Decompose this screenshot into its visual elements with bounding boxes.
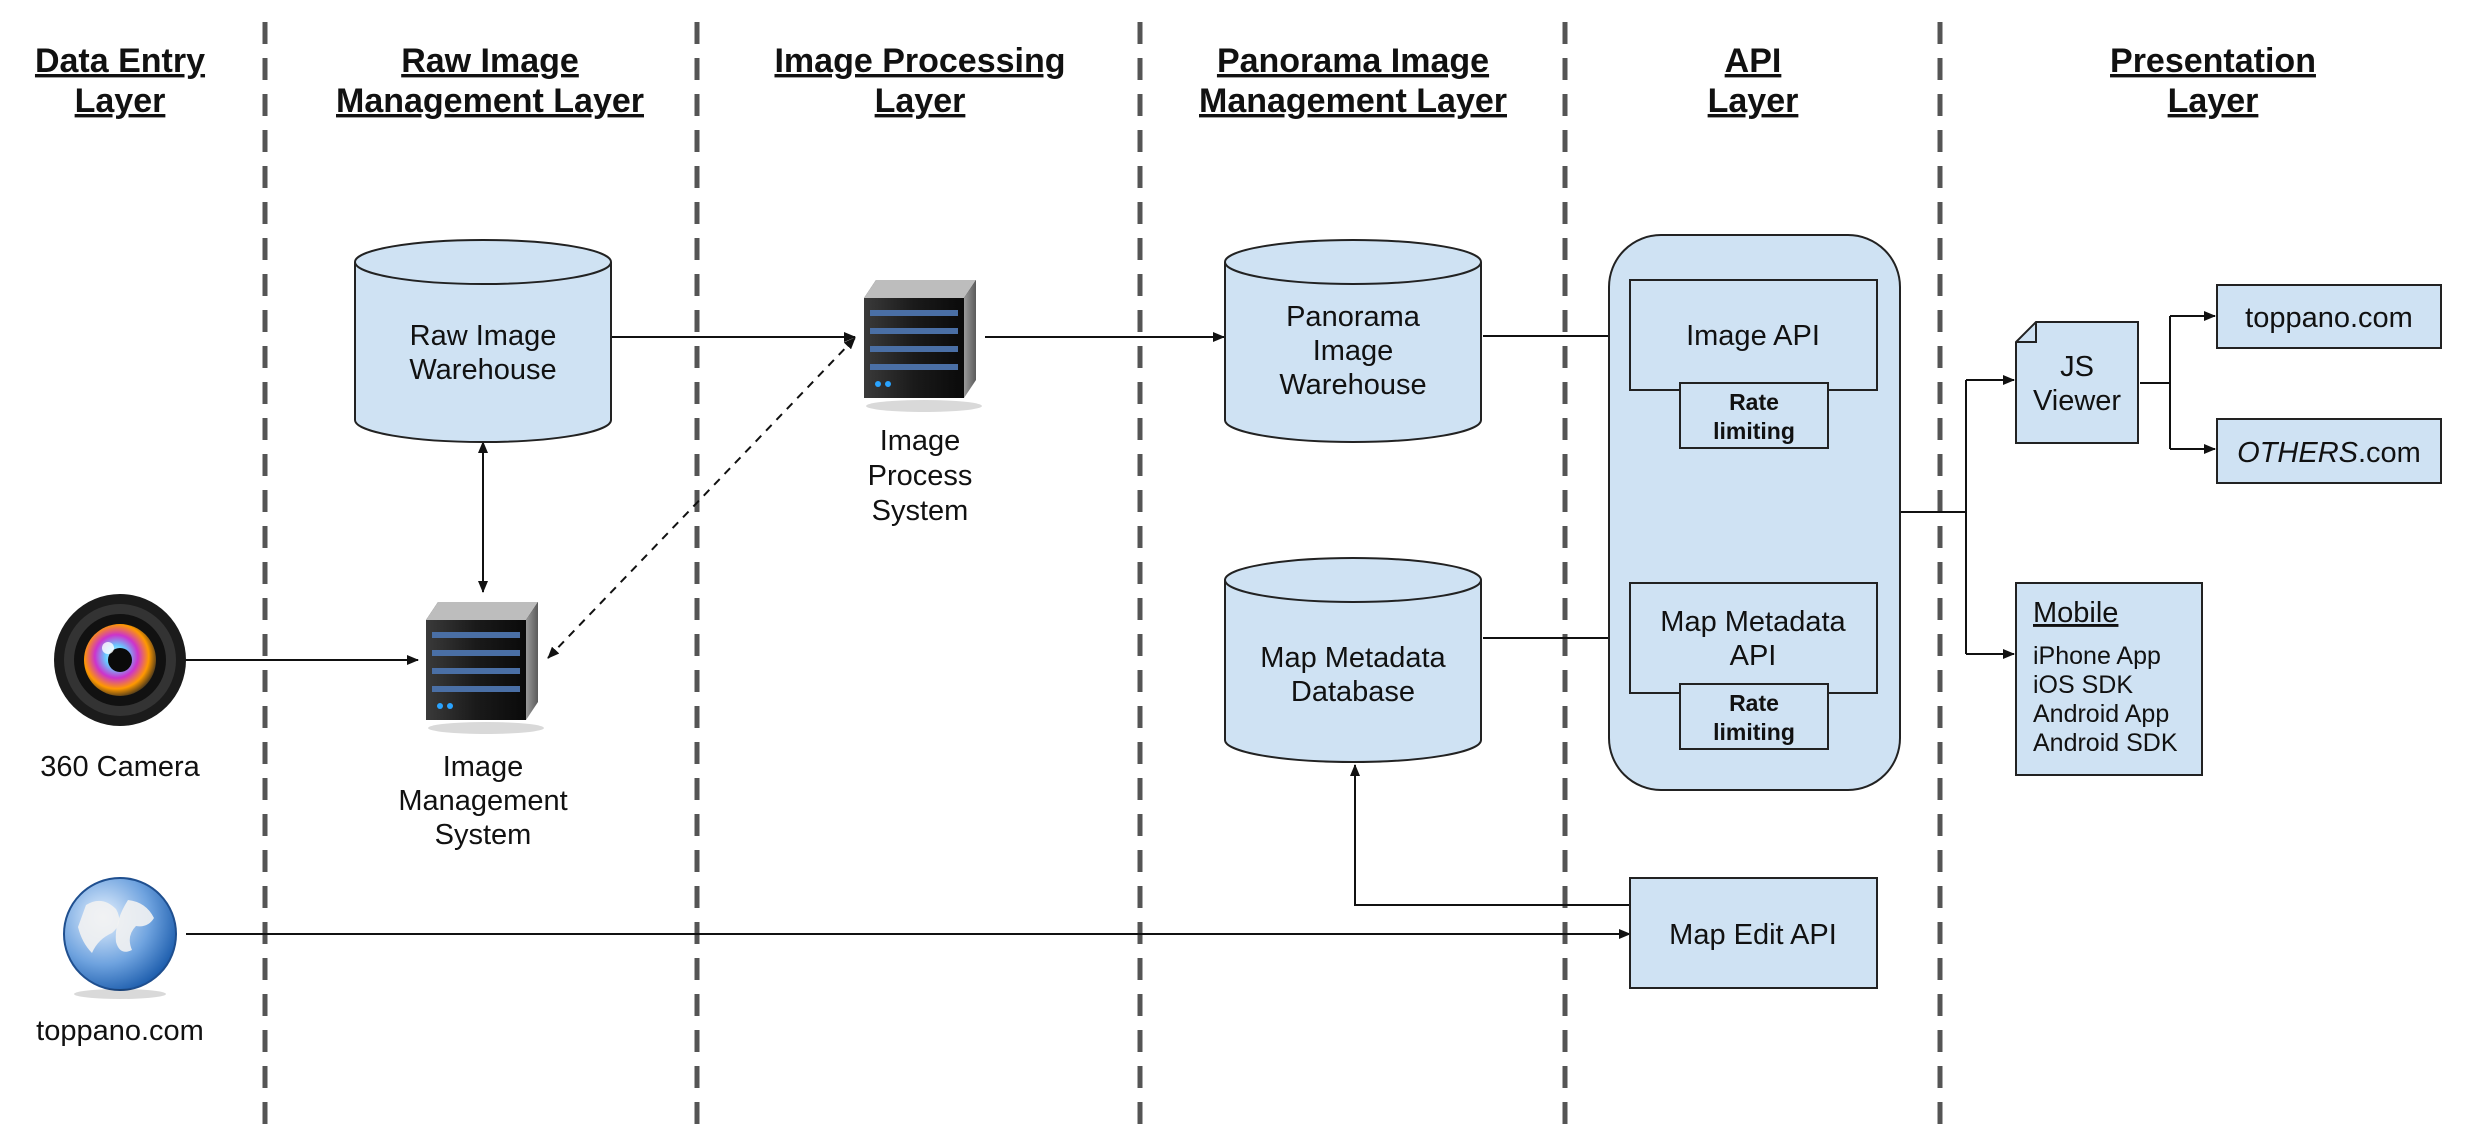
layer-header-raw-image-management: Raw Image Management Layer: [336, 42, 644, 120]
svg-text:System: System: [435, 819, 532, 851]
image-management-system-label: Image Management System: [398, 751, 567, 851]
svg-text:API: API: [1725, 42, 1782, 80]
panorama-image-warehouse[interactable]: Panorama Image Warehouse: [1224, 239, 1482, 443]
svg-text:Management: Management: [398, 785, 567, 817]
mobile-item: iOS SDK: [2033, 671, 2133, 699]
image-process-system-label: Image Process System: [868, 425, 973, 527]
svg-text:Presentation: Presentation: [2110, 42, 2316, 80]
layer-header-data-entry: Data Entry Layer: [35, 42, 205, 120]
raw-image-warehouse[interactable]: Raw Image Warehouse: [354, 239, 612, 443]
camera-icon: [54, 594, 186, 726]
svg-text:Rate: Rate: [1729, 690, 1779, 716]
svg-text:Layer: Layer: [75, 82, 166, 120]
toppano-site-label: toppano.com: [2245, 302, 2413, 334]
js-viewer-label-line2: Viewer: [2033, 385, 2121, 417]
map-metadata-api-label-line1: Map Metadata: [1660, 606, 1846, 638]
map-edit-api-label: Map Edit API: [1669, 919, 1837, 951]
raw-warehouse-label-line1: Raw Image: [410, 320, 557, 352]
layer-header-presentation: Presentation Layer: [2110, 42, 2316, 120]
others-site-label: OTHERS.com: [2237, 437, 2421, 469]
panorama-warehouse-label-line2: Image: [1313, 335, 1394, 367]
camera-label: 360 Camera: [40, 751, 200, 783]
panorama-warehouse-label-line3: Warehouse: [1279, 369, 1426, 401]
layer-header-api: API Layer: [1708, 42, 1799, 120]
layer-header-panorama-image-management: Panorama Image Management Layer: [1199, 42, 1507, 120]
svg-text:Rate: Rate: [1729, 389, 1779, 415]
js-viewer-label-line1: JS: [2060, 351, 2094, 383]
others-site-box[interactable]: OTHERS.com: [2216, 418, 2442, 484]
map-metadata-database[interactable]: Map Metadata Database: [1224, 557, 1482, 763]
svg-text:limiting: limiting: [1713, 418, 1795, 444]
svg-text:Panorama Image: Panorama Image: [1217, 42, 1489, 80]
svg-text:Data Entry: Data Entry: [35, 42, 205, 80]
edge-map-edit-api-to-map-metadata-db: [1350, 764, 1630, 906]
svg-text:System: System: [872, 495, 969, 527]
svg-text:Image: Image: [880, 425, 961, 457]
rate-limiting-box: Rate limiting: [1679, 683, 1829, 750]
raw-warehouse-label-line2: Warehouse: [409, 354, 556, 386]
svg-text:Process: Process: [868, 460, 973, 492]
map-metadata-api-label-line2: API: [1730, 640, 1777, 672]
svg-text:Layer: Layer: [1708, 82, 1799, 120]
mobile-box[interactable]: Mobile iPhone App iOS SDK Android App An…: [2015, 582, 2203, 776]
toppano-site-box[interactable]: toppano.com: [2216, 284, 2442, 349]
panorama-warehouse-label-line1: Panorama: [1286, 301, 1421, 333]
map-metadata-api-box[interactable]: Map Metadata API: [1629, 582, 1878, 694]
image-api-box[interactable]: Image API: [1629, 279, 1878, 391]
server-icon: [864, 280, 982, 412]
svg-text:Image Processing: Image Processing: [774, 42, 1065, 80]
map-metadata-db-label-line1: Map Metadata: [1260, 642, 1446, 674]
map-metadata-db-label-line2: Database: [1291, 676, 1415, 708]
svg-text:limiting: limiting: [1713, 719, 1795, 745]
rate-limiting-box: Rate limiting: [1679, 382, 1829, 449]
svg-text:Layer: Layer: [2168, 82, 2259, 120]
server-icon: [426, 602, 544, 734]
mobile-item: Android SDK: [2033, 729, 2178, 757]
globe-icon: [63, 877, 177, 999]
image-api-label: Image API: [1686, 320, 1820, 352]
mobile-title: Mobile: [2033, 597, 2118, 629]
layer-header-image-processing: Image Processing Layer: [774, 42, 1065, 120]
mobile-item: Android App: [2033, 700, 2169, 728]
map-edit-api-box[interactable]: Map Edit API: [1629, 877, 1878, 989]
svg-text:Management Layer: Management Layer: [336, 82, 644, 120]
svg-text:Management Layer: Management Layer: [1199, 82, 1507, 120]
toppano-source-label: toppano.com: [36, 1015, 204, 1047]
svg-text:Layer: Layer: [875, 82, 966, 120]
js-viewer-box[interactable]: JS Viewer: [2015, 321, 2139, 444]
mobile-item: iPhone App: [2033, 642, 2161, 670]
svg-text:Image: Image: [443, 751, 524, 783]
svg-text:Raw Image: Raw Image: [401, 42, 579, 80]
